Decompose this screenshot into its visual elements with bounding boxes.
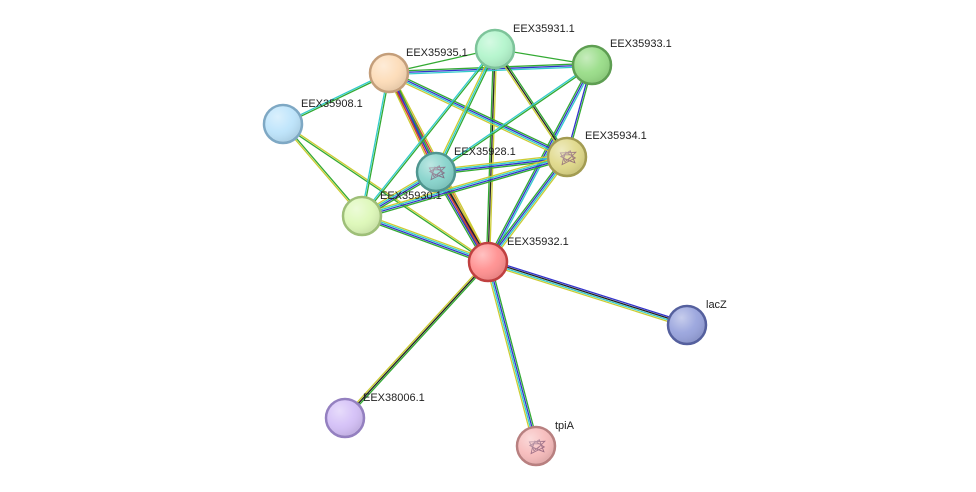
node-eex35931-1[interactable]: EEX35931.1: [474, 23, 575, 70]
edge-channel-line: [388, 65, 593, 76]
edge-channel-line: [361, 157, 568, 218]
node-circle[interactable]: [341, 195, 383, 237]
edge-channel-line: [487, 48, 496, 263]
node-tpia[interactable]: tpiA: [515, 420, 575, 467]
node-circle[interactable]: [324, 397, 366, 439]
node-circle[interactable]: [571, 44, 613, 86]
edge-channel-line: [488, 65, 595, 264]
edge-channel-line: [389, 70, 569, 156]
node-lacz[interactable]: lacZ: [666, 299, 727, 346]
edge-channel-line: [435, 153, 568, 171]
edge-channel-line: [345, 262, 490, 420]
edge-channel-line: [487, 262, 688, 327]
node-label: EEX35931.1: [513, 23, 575, 35]
node-eex35933-1[interactable]: EEX35933.1: [571, 38, 672, 86]
edge-channel-line: [344, 261, 489, 419]
edge-channel-line: [387, 74, 567, 160]
node-circle[interactable]: [262, 103, 304, 145]
edge-channel-line: [488, 48, 498, 263]
edge-channel-line: [488, 261, 538, 447]
node-label: EEX35908.1: [301, 98, 363, 110]
edge-channel-line: [388, 71, 568, 157]
edge-channel-line: [361, 214, 489, 262]
edge-channel-line: [361, 155, 568, 216]
edge-channel-line: [436, 49, 498, 174]
edge-channel-line: [388, 73, 568, 159]
node-circle[interactable]: [546, 136, 588, 178]
edge-eex35932-1-eex35931-1[interactable]: [485, 48, 498, 263]
edge-eex35932-1-eex35908-1[interactable]: [281, 122, 490, 264]
edge-channel-line: [435, 155, 568, 172]
edge-eex35935-1-eex35930-1[interactable]: [360, 72, 391, 217]
edge-eex35931-1-eex35928-1[interactable]: [433, 47, 498, 174]
node-eex35934-1[interactable]: EEX35934.1: [546, 130, 647, 178]
node-eex35928-1[interactable]: EEX35928.1: [415, 146, 516, 193]
edge-channel-line: [486, 261, 536, 447]
edge-channel-line: [485, 261, 535, 448]
edge-channel-line: [362, 213, 490, 261]
node-circle[interactable]: [467, 241, 509, 283]
edge-channel-line: [486, 263, 687, 328]
node-label: lacZ: [706, 299, 727, 311]
edge-eex35934-1-eex35930-1[interactable]: [360, 154, 569, 219]
edge-channel-line: [489, 260, 539, 447]
edge-channel-line: [435, 65, 594, 174]
edge-channel-line: [360, 47, 496, 217]
node-label: EEX35933.1: [610, 38, 672, 50]
node-label: EEX35932.1: [507, 236, 569, 248]
node-eex35908-1[interactable]: EEX35908.1: [262, 98, 363, 145]
edge-eex35931-1-eex35930-1[interactable]: [360, 47, 497, 218]
edge-channel-line: [361, 48, 497, 218]
node-label: EEX35935.1: [406, 47, 468, 59]
edge-channel-line: [282, 122, 490, 262]
edge-eex35935-1-eex35934-1[interactable]: [387, 70, 569, 160]
node-label: EEX35928.1: [454, 146, 516, 158]
edge-channel-line: [343, 260, 488, 418]
edge-channel-line: [435, 48, 496, 173]
edge-channel-line: [433, 47, 495, 172]
node-circle[interactable]: [368, 52, 410, 94]
edge-eex35932-1-eex38006-1[interactable]: [343, 260, 490, 420]
edge-channel-line: [485, 48, 495, 263]
edge-channel-line: [361, 216, 489, 264]
node-circle[interactable]: [415, 151, 457, 193]
edge-eex35932-1-tpia[interactable]: [485, 260, 539, 448]
edge-channel-line: [487, 260, 688, 325]
edge-eex35932-1-eex35930-1[interactable]: [360, 213, 490, 265]
node-label: EEX38006.1: [363, 392, 425, 404]
edge-channel-line: [362, 72, 391, 217]
edge-channel-line: [434, 63, 593, 172]
edge-channel-line: [281, 124, 489, 264]
edge-eex35932-1-lacz[interactable]: [486, 259, 689, 328]
node-label: tpiA: [555, 420, 575, 432]
edge-channel-line: [360, 72, 389, 217]
node-label: EEX35930.1: [380, 190, 442, 202]
edge-channel-line: [362, 158, 569, 219]
node-eex38006-1[interactable]: EEX38006.1: [324, 392, 425, 439]
node-label: EEX35934.1: [585, 130, 647, 142]
edge-channel-line: [360, 154, 567, 215]
edge-channel-line: [388, 64, 593, 74]
node-circle[interactable]: [666, 304, 708, 346]
edge-channel-line: [360, 217, 488, 265]
edge-channel-line: [488, 259, 689, 324]
node-circle[interactable]: [474, 28, 516, 70]
edge-eex35933-1-eex35928-1[interactable]: [434, 63, 594, 174]
node-circle[interactable]: [515, 425, 557, 467]
